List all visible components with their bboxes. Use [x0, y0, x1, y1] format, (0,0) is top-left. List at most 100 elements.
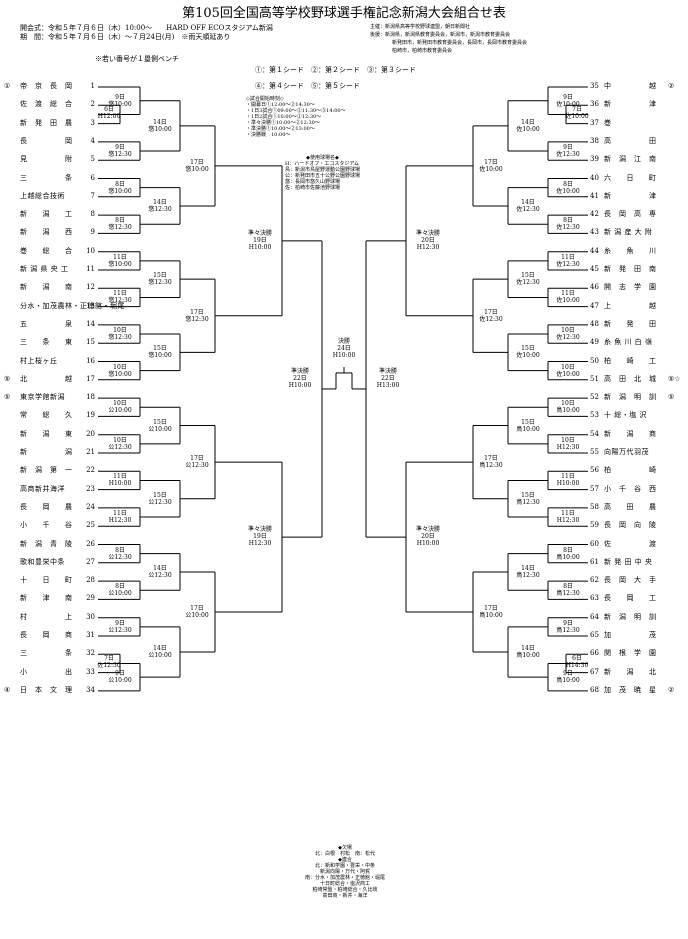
round1-match-date: 10日: [113, 363, 127, 371]
team-number: 53: [590, 411, 599, 420]
team-number: 66: [590, 649, 599, 658]
round1-match-date: 10日: [561, 400, 575, 408]
team-number: 63: [590, 594, 599, 603]
round3-match-time: 鳥10:00: [479, 611, 503, 619]
team-name: 長 岡 高 専: [604, 210, 657, 219]
team-name: 新 発 田 農: [20, 118, 73, 127]
final-match-date: 24日: [337, 344, 351, 352]
round1-match-time: H10:00: [108, 480, 132, 488]
round2-match-date: 14日: [153, 118, 167, 126]
team-name: 新 潟 西: [20, 228, 73, 237]
round2-match-date: 15日: [521, 491, 535, 499]
team-name: 長 岡: [20, 136, 73, 145]
team-name: 見 附: [20, 155, 73, 164]
team-name: 高 田 農: [604, 502, 657, 511]
round1-match-date: 10日: [561, 327, 575, 335]
round3-match-time: 鳥12:30: [479, 462, 503, 470]
venue-legend-line: 悠：長岡市悠久山野球場: [285, 179, 341, 185]
round2-match-date: 15日: [521, 272, 535, 280]
team-number: 3: [90, 118, 95, 127]
round2-match-date: 15日: [153, 272, 167, 280]
prelim-date: 6日: [104, 106, 114, 114]
start-time-note: ◇試合開始時刻◇ ・開幕日①12:00～②14:30～ ・1日3試合①09:00…: [246, 96, 346, 138]
team-name: 向陽万代羽茂: [604, 448, 649, 456]
team-number: 2: [90, 100, 95, 109]
round1-match-date: 11日: [561, 290, 575, 298]
merger-line: 十日町総合・塩沢商工: [319, 881, 370, 887]
team-name: 三 条 東: [20, 338, 73, 347]
team-number: 13: [86, 301, 95, 310]
round2-match-time: 悠12:30: [148, 279, 172, 287]
team-number: 10: [86, 246, 95, 255]
round1-match-time: 佐12:30: [556, 334, 580, 342]
team-name: 新 津: [604, 100, 657, 109]
opening-ceremony-line: 開会式：令和５年７月６日（木）10:00～ HARD OFF ECOスタジアム新…: [20, 24, 273, 32]
team-name: 新 潟 商: [604, 429, 657, 438]
team-name: 新 潟 明 訓: [604, 612, 657, 621]
round2-match-date: 14日: [153, 645, 167, 652]
round1-match-time: 悠10:00: [108, 260, 132, 268]
team-name: 巻: [604, 118, 612, 127]
round1-match-date: 11日: [561, 510, 575, 518]
semifinal-match-time: H13:00: [376, 381, 400, 389]
team-name: 村上桜ヶ丘: [20, 356, 58, 365]
prelim-date: 7日: [572, 106, 582, 114]
round1-match-time: 佐12:30: [556, 260, 580, 268]
team-number: 45: [590, 265, 599, 273]
round1-match-time: 鳥10:00: [556, 553, 580, 561]
round1-match-time: H10:00: [556, 480, 580, 488]
start-time-title: ◇試合開始時刻◇: [246, 96, 284, 102]
round1-match-date: 11日: [113, 473, 127, 481]
start-time-line: ・準々決勝①10:00～②12:30～: [246, 120, 320, 126]
absence-merger-note: ◆欠場 北：白根 村松 南：松代 ◆連合 北：新和学園・豊栄・中条 新潟向陽・万…: [290, 845, 400, 899]
round2-match-time: 鳥10:00: [516, 425, 540, 433]
team-name: 佐 渡: [604, 539, 657, 548]
team-name: 帝 京 長 岡: [20, 82, 73, 90]
round1-match-date: 8日: [563, 217, 573, 225]
team-name: 上 越: [604, 301, 657, 310]
team-number: 28: [86, 576, 95, 585]
round1-match-date: 11日: [113, 290, 127, 298]
quarterfinal-match-round: 準々決勝: [415, 229, 440, 237]
team-name: 小 出: [20, 667, 73, 676]
team-number: 68: [590, 685, 599, 694]
team-number: 56: [590, 466, 599, 475]
team-number: 59: [590, 521, 599, 530]
team-number: 31: [86, 631, 95, 639]
team-number: 58: [590, 502, 599, 511]
round1-match-time: 公10:00: [108, 590, 132, 598]
round1-match-date: 9日: [115, 144, 125, 152]
team-name: 巻 総 合: [20, 246, 73, 255]
seed-mark: ⑤: [4, 374, 11, 383]
start-time-line: ・1日2試合①10:00～②12:30～: [246, 114, 322, 120]
quarterfinal-match-date: 19日: [253, 533, 267, 541]
team-number: 33: [86, 667, 95, 676]
team-number: 30: [86, 612, 95, 621]
team-number: 8: [90, 210, 95, 219]
round2-match-date: 14日: [521, 564, 535, 572]
venue-legend-line: 鳥：新潟市鳥屋野運動公園野球場: [285, 167, 361, 173]
merger-line: 新潟向陽・万代・阿賀: [319, 869, 370, 875]
team-name: 中 越: [604, 82, 657, 90]
round3-match-date: 17日: [484, 158, 498, 166]
round3-match-date: 17日: [484, 604, 498, 612]
team-number: 39: [590, 155, 599, 164]
team-number: 51: [590, 374, 599, 383]
bench-note: ※若い番号が１塁側ベンチ: [95, 55, 179, 63]
venue-legend-line: 佐：柏崎市佐藤池野球場: [285, 185, 341, 191]
round1-match-time: 佐10:00: [556, 100, 580, 108]
venue-legend-line: 公：新発田市五十公野公園野球場: [285, 173, 361, 179]
team-number: 34: [86, 685, 95, 694]
team-number: 44: [590, 246, 599, 255]
team-number: 15: [86, 338, 95, 347]
final-match-round: 決勝: [337, 337, 350, 345]
merger-line: 柏崎常盤・柏崎総合・久比岐: [312, 887, 378, 893]
round2-match-time: 公10:00: [148, 652, 172, 659]
team-name: 新 潟 江 南: [604, 155, 657, 164]
round1-match-time: H12:30: [108, 517, 132, 525]
sponsor-line-2: 新発田市，新発田市教育委員会，長岡市，長岡市教育委員会: [392, 40, 528, 46]
team-name: 新 発 田: [604, 319, 657, 328]
team-number: 61: [590, 557, 599, 566]
team-name: 柏 崎 工: [604, 356, 657, 365]
round1-match-time: 悠12:30: [108, 224, 132, 232]
